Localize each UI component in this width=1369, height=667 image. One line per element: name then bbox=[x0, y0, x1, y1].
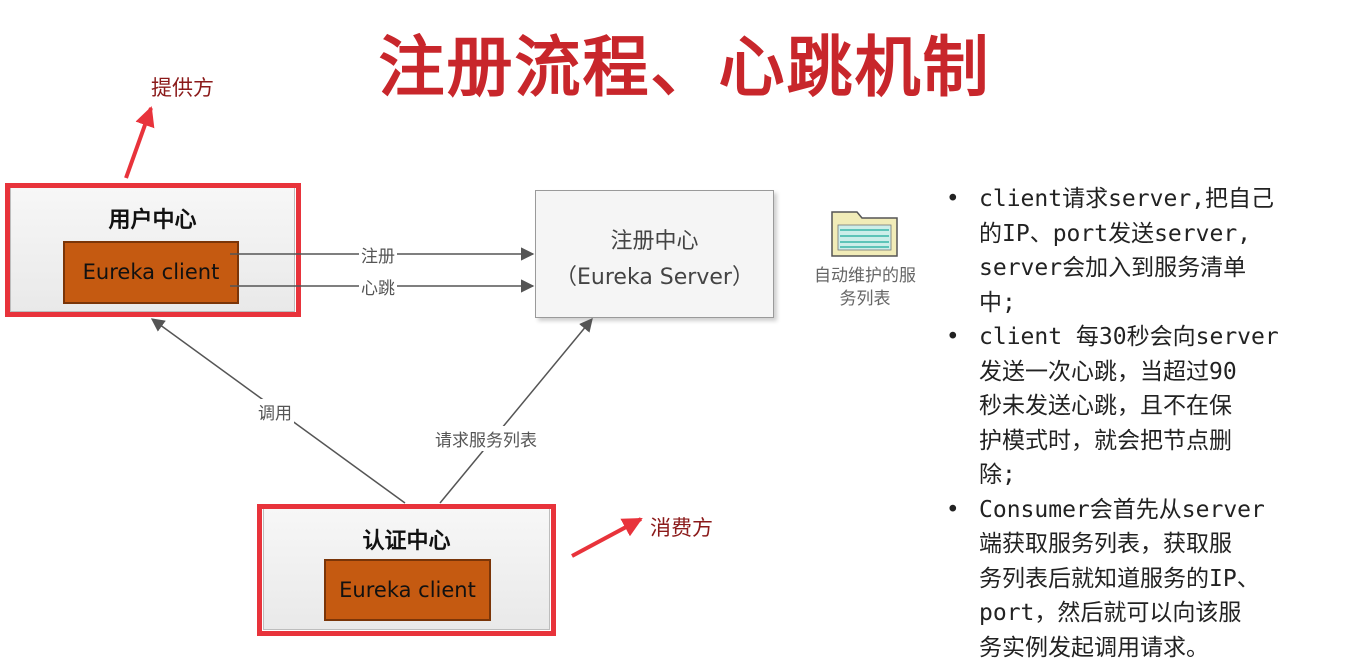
provider-highlight bbox=[5, 183, 301, 317]
note-item: • client请求server,把自己 的IP、port发送server, s… bbox=[946, 182, 1366, 320]
registry-title: 注册中心 bbox=[610, 229, 699, 254]
note-line: 除; bbox=[979, 462, 1016, 488]
note-line: client请求server,把自己 bbox=[979, 186, 1275, 212]
note-item: • Consumer会首先从server 端获取服务列表，获取服 务列表后就知道… bbox=[946, 493, 1366, 666]
note-line: 端获取服务列表，获取服 bbox=[979, 531, 1232, 557]
registry-node: 注册中心 （Eureka Server） bbox=[535, 190, 774, 318]
auth-center-node: 认证中心 Eureka client bbox=[263, 508, 550, 630]
user-center-title: 用户中心 bbox=[108, 208, 197, 233]
note-line: 务列表后就知道服务的IP、 bbox=[979, 565, 1260, 592]
note-line: port，然后就可以向该服 bbox=[979, 600, 1242, 626]
folder-caption-line1: 自动维护的服 bbox=[814, 266, 916, 286]
folder-caption-line2: 务列表 bbox=[839, 289, 891, 309]
auth-center-title: 认证中心 bbox=[362, 529, 451, 554]
note-line: 的IP、port发送server, bbox=[979, 220, 1252, 247]
user-center-node: 用户中心 Eureka client bbox=[10, 187, 295, 312]
notes-list: • client请求server,把自己 的IP、port发送server, s… bbox=[946, 182, 1366, 665]
note-item: • client 每30秒会向server 发送一次心跳，当超过90 秒未发送心… bbox=[946, 320, 1366, 493]
folder-icon bbox=[831, 211, 898, 257]
note-line: 秒未发送心跳，且不在保 bbox=[979, 393, 1232, 419]
bullet-icon: • bbox=[946, 324, 960, 350]
user-center-client-label: Eureka client bbox=[82, 260, 220, 284]
note-line: Consumer会首先从server bbox=[979, 496, 1265, 523]
note-line: 发送一次心跳，当超过90 bbox=[979, 358, 1237, 385]
note-line: 护模式时，就会把节点删 bbox=[979, 427, 1232, 454]
auth-center-client-label: Eureka client bbox=[339, 578, 476, 602]
invoke-label: 调用 bbox=[256, 399, 294, 424]
bullet-icon: • bbox=[946, 496, 960, 523]
fetch-list-arrow bbox=[439, 317, 593, 504]
consumer-highlight bbox=[257, 504, 556, 636]
registry-subtitle: （Eureka Server） bbox=[555, 265, 754, 290]
auth-center-client-box: Eureka client bbox=[324, 559, 491, 621]
provider-pointer-arrow bbox=[124, 106, 155, 179]
page-title: 注册流程、心跳机制 bbox=[378, 29, 991, 106]
bullet-icon: • bbox=[946, 186, 960, 212]
consumer-label: 消费方 bbox=[650, 516, 713, 540]
user-center-client-box: Eureka client bbox=[63, 241, 239, 304]
provider-label: 提供方 bbox=[151, 76, 214, 100]
folder-caption: 自动维护的服 务列表 bbox=[795, 265, 935, 311]
heartbeat-label: 心跳 bbox=[359, 274, 397, 299]
consumer-pointer-arrow bbox=[571, 517, 643, 558]
register-label: 注册 bbox=[359, 242, 397, 267]
note-line: 务实例发起调用请求。 bbox=[979, 634, 1209, 661]
note-line: client 每30秒会向server bbox=[979, 324, 1279, 350]
note-line: 中; bbox=[979, 289, 1016, 316]
note-line: server会加入到服务清单 bbox=[979, 255, 1247, 281]
fetch-list-label: 请求服务列表 bbox=[433, 426, 539, 451]
